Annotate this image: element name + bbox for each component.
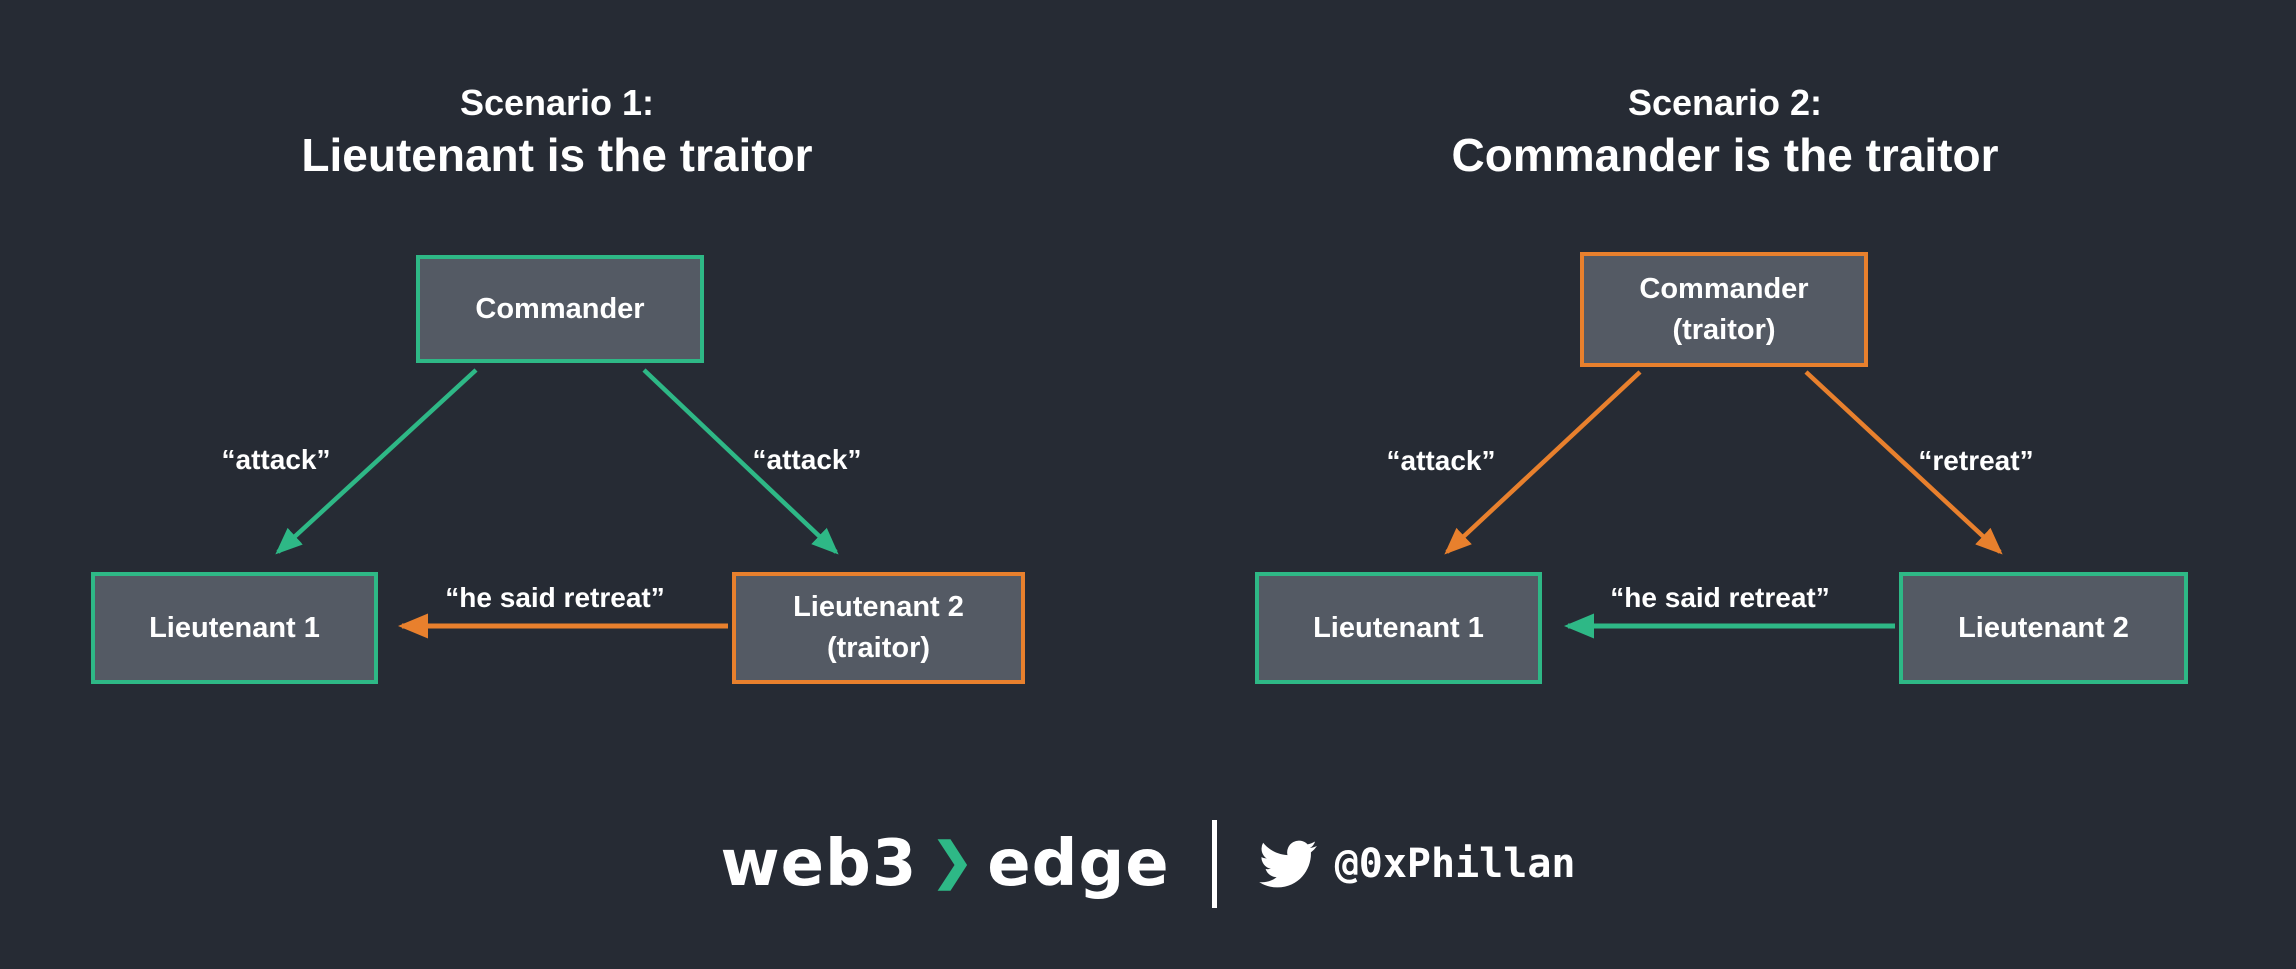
s2-lieutenant1-node: Lieutenant 1 bbox=[1255, 572, 1542, 684]
s1-edge-label-he-said-retreat: “he said retreat” bbox=[445, 582, 665, 613]
footer-divider bbox=[1211, 820, 1217, 908]
scenario1-title-line1: Scenario 1: bbox=[459, 82, 655, 123]
s2-commander-label-line1: Commander bbox=[1639, 272, 1809, 305]
logo-edge-text: edge bbox=[987, 827, 1170, 901]
footer: web3 ❯ edge @0xPhillan bbox=[0, 816, 2296, 912]
scenario1-title: Scenario 1: Lieutenant is the traitor bbox=[301, 80, 812, 184]
s1-lieutenant1-label: Lieutenant 1 bbox=[149, 611, 320, 644]
s1-commander-label: Commander bbox=[475, 292, 645, 325]
s1-commander-node: Commander bbox=[416, 255, 704, 363]
s2-edge-label-attack: “attack” bbox=[1386, 445, 1496, 476]
s1-edge-label-attack-left: “attack” bbox=[221, 444, 331, 475]
scenario2-title-line2: Commander is the traitor bbox=[1451, 128, 1999, 181]
web3edge-logo: web3 ❯ edge bbox=[720, 827, 1169, 901]
s2-edge-label-retreat: “retreat” bbox=[1918, 445, 2034, 476]
s2-lieutenant2-node: Lieutenant 2 bbox=[1899, 572, 2188, 684]
twitter-attribution: @0xPhillan bbox=[1258, 840, 1576, 888]
chevron-right-icon: ❯ bbox=[931, 833, 974, 889]
s1-lieutenant2-label-line2: (traitor) bbox=[826, 632, 931, 664]
s1-lieutenant1-node: Lieutenant 1 bbox=[91, 572, 378, 684]
twitter-bird-icon bbox=[1258, 840, 1317, 888]
logo-web3-text: web3 bbox=[720, 827, 918, 901]
scenario2-title-line1: Scenario 2: bbox=[1627, 82, 1823, 123]
s2-commander-node: Commander (traitor) bbox=[1580, 252, 1868, 367]
twitter-handle: @0xPhillan bbox=[1334, 841, 1576, 887]
s2-commander-label-line2: (traitor) bbox=[1672, 313, 1776, 346]
scenario1-title-line2: Lieutenant is the traitor bbox=[301, 128, 813, 181]
s1-edge-label-attack-right: “attack” bbox=[752, 444, 862, 475]
s2-lieutenant2-label: Lieutenant 2 bbox=[1958, 611, 2129, 644]
s2-lieutenant1-label: Lieutenant 1 bbox=[1313, 611, 1484, 644]
scenario2-title: Scenario 2: Commander is the traitor bbox=[1452, 80, 1999, 184]
s1-lieutenant2-node: Lieutenant 2 (traitor) bbox=[732, 572, 1025, 684]
s2-edge-label-he-said-retreat: “he said retreat” bbox=[1610, 582, 1830, 613]
s1-lieutenant2-label-line1: Lieutenant 2 bbox=[793, 591, 964, 624]
